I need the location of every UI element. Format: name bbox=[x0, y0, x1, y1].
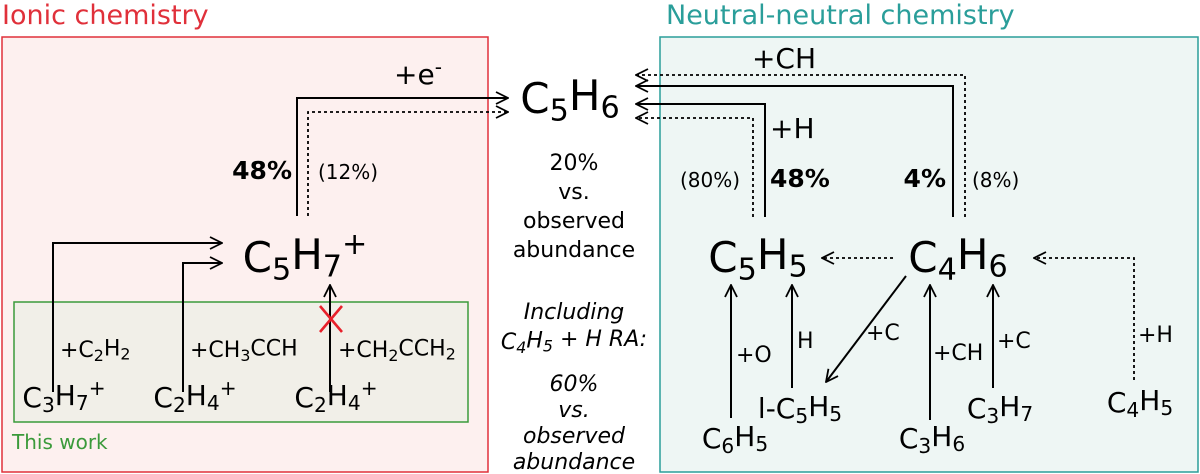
branch-48-ionic: 48% bbox=[232, 156, 292, 185]
arrow-c4h6-to-lc5h5 bbox=[826, 275, 907, 382]
reactant-ch2cch2: +CH2CCH2 bbox=[338, 336, 456, 365]
arrow-h-to-c5h6-dashed bbox=[636, 118, 754, 217]
reactant-ch-lower: +CH bbox=[933, 341, 983, 366]
species-c5h6: C5H6 bbox=[520, 71, 619, 129]
species-c2h4-plus-a: C2H4+ bbox=[153, 376, 236, 417]
branch-48-neutral: 48% bbox=[770, 164, 830, 193]
branch-4: 4% bbox=[904, 164, 946, 193]
species-c4h6: C4H6 bbox=[908, 230, 1007, 288]
reactant-h-mid: H bbox=[797, 329, 814, 354]
note-line: Including bbox=[524, 300, 625, 325]
species-c5h5: C5H5 bbox=[708, 230, 807, 288]
electron-label: +e- bbox=[394, 55, 442, 91]
branch-8: (8%) bbox=[972, 168, 1019, 192]
note-line: vs. bbox=[558, 180, 589, 205]
reactant-h-top: +H bbox=[770, 112, 815, 145]
species-c3h7: C3H7 bbox=[967, 390, 1033, 428]
branch-80: (80%) bbox=[680, 168, 740, 192]
note-line: 20% bbox=[550, 151, 599, 176]
note-line: C4H5 + H RA: bbox=[501, 327, 647, 357]
neutral-chemistry-title: Neutral-neutral chemistry bbox=[666, 0, 1015, 31]
arrow-h-to-c5h6-solid bbox=[636, 104, 766, 217]
note-line: observed bbox=[523, 424, 626, 449]
reactant-ch3cch: +CH3CCH bbox=[190, 336, 298, 365]
arrow-c5h7-to-c5h6-solid bbox=[296, 98, 508, 216]
arrow-c4h5-to-c4h6-dashed bbox=[1034, 258, 1135, 380]
reactant-c-diag: +C bbox=[866, 321, 900, 346]
species-l-c5h5: l-C5H5 bbox=[758, 390, 842, 428]
this-work-box bbox=[13, 301, 469, 423]
species-c5h7-plus: C5H7+ bbox=[243, 227, 368, 288]
note-line: abundance bbox=[513, 238, 635, 263]
this-work-label: This work bbox=[11, 430, 108, 454]
reactant-ch-top: +CH bbox=[752, 42, 816, 75]
species-c2h4-plus-b: C2H4+ bbox=[294, 376, 377, 417]
arrow-c2h4-to-c5h7 bbox=[182, 263, 222, 392]
blocked-cross-icon bbox=[319, 305, 343, 333]
arrow-c3h7-to-c5h7 bbox=[52, 243, 222, 392]
arrow-ch-to-c5h6-solid bbox=[636, 86, 954, 217]
reactant-h-far: +H bbox=[1138, 323, 1173, 348]
note-line: abundance bbox=[513, 450, 635, 474]
arrow-c5h7-to-c5h6-dashed bbox=[307, 112, 508, 216]
reactant-c2h2: +C2H2 bbox=[60, 336, 131, 365]
reactant-c-right: +C bbox=[997, 329, 1031, 354]
ionic-chemistry-title: Ionic chemistry bbox=[2, 0, 209, 31]
note-line: observed bbox=[523, 209, 625, 234]
arrow-ch-to-c5h6-dashed bbox=[636, 75, 966, 217]
reactant-o: +O bbox=[736, 343, 772, 368]
species-c3h7-plus: C3H7+ bbox=[22, 376, 105, 417]
species-c3h6: C3H6 bbox=[899, 420, 965, 458]
abundance-note-20: 20% vs. observed abundance bbox=[513, 151, 635, 263]
branch-12-ionic: (12%) bbox=[318, 160, 378, 184]
note-line: 60% bbox=[550, 372, 599, 397]
species-c6h5: C6H5 bbox=[702, 420, 768, 458]
note-line: vs. bbox=[558, 398, 589, 423]
species-c4h5: C4H5 bbox=[1107, 384, 1173, 422]
